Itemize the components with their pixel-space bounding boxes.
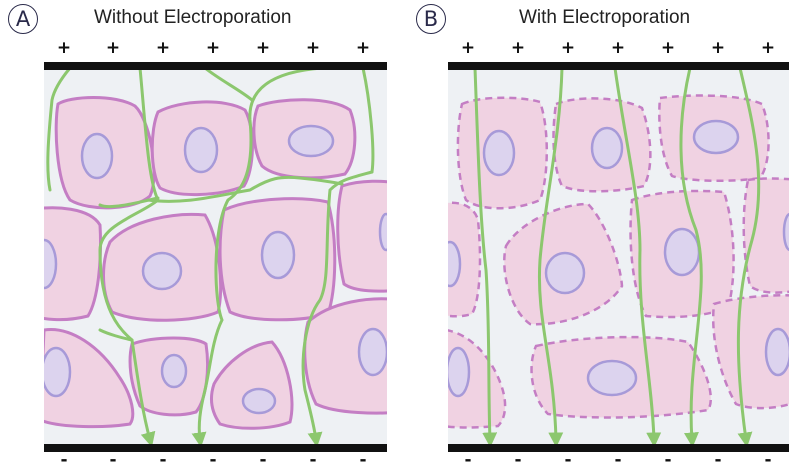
cell bbox=[742, 177, 789, 294]
nucleus bbox=[448, 240, 462, 288]
field-line bbox=[203, 68, 254, 102]
field-line bbox=[473, 68, 498, 445]
panel-a-field-lines bbox=[46, 68, 375, 445]
panel-b-positive-signs: + + + + + + + bbox=[0, 38, 790, 60]
nucleus bbox=[782, 212, 789, 252]
panel-b-negative-signs: ------- bbox=[0, 450, 790, 472]
panel-b-bottom-electrode bbox=[448, 444, 789, 452]
cell bbox=[44, 206, 102, 322]
nucleus bbox=[287, 124, 335, 158]
nucleus bbox=[80, 132, 114, 180]
negative-sign: - bbox=[109, 450, 117, 470]
positive-sign: + bbox=[760, 38, 776, 58]
nucleus bbox=[448, 346, 471, 398]
panel-a-top-electrode bbox=[44, 62, 387, 70]
nucleus bbox=[357, 327, 387, 377]
field-line bbox=[46, 68, 72, 192]
field-line bbox=[98, 328, 134, 342]
nucleus bbox=[160, 353, 188, 389]
positive-sign: + bbox=[255, 38, 271, 58]
negative-sign: - bbox=[714, 450, 722, 470]
field-line bbox=[298, 176, 344, 186]
field-line bbox=[98, 68, 160, 445]
cell bbox=[712, 294, 789, 410]
negative-sign: - bbox=[159, 450, 167, 470]
nucleus bbox=[590, 126, 624, 170]
panel-a-bottom-electrode bbox=[44, 444, 387, 452]
positive-sign: + bbox=[355, 38, 371, 58]
positive-sign: + bbox=[560, 38, 576, 58]
cell bbox=[303, 297, 387, 415]
nucleus bbox=[241, 387, 277, 415]
nucleus bbox=[764, 327, 789, 377]
negative-sign: - bbox=[664, 450, 672, 470]
nucleus bbox=[544, 251, 586, 295]
nucleus bbox=[141, 251, 183, 291]
panel-b-label: B bbox=[416, 4, 446, 34]
negative-sign: - bbox=[464, 450, 472, 470]
positive-sign: + bbox=[105, 38, 121, 58]
negative-sign: - bbox=[359, 450, 367, 470]
negative-sign: - bbox=[259, 450, 267, 470]
negative-sign: - bbox=[514, 450, 522, 470]
positive-sign: + bbox=[610, 38, 626, 58]
positive-sign: + bbox=[510, 38, 526, 58]
nucleus bbox=[44, 238, 58, 290]
negative-sign: - bbox=[614, 450, 622, 470]
negative-sign: - bbox=[309, 450, 317, 470]
field-line bbox=[361, 68, 375, 174]
nucleus bbox=[663, 227, 701, 277]
cell bbox=[448, 201, 482, 318]
panel-b-field-lines bbox=[473, 68, 761, 445]
cell bbox=[336, 179, 387, 293]
field-line bbox=[146, 175, 302, 203]
field-line bbox=[736, 68, 761, 445]
negative-sign: - bbox=[209, 450, 217, 470]
panel-a-negative-signs: ------- bbox=[0, 450, 395, 472]
nucleus bbox=[692, 119, 740, 155]
positive-sign: + bbox=[205, 38, 221, 58]
negative-sign: - bbox=[60, 450, 68, 470]
field-line bbox=[679, 68, 703, 445]
panel-b-cells bbox=[448, 68, 789, 445]
positive-sign: + bbox=[155, 38, 171, 58]
panel-a-cells bbox=[44, 68, 387, 445]
positive-sign: + bbox=[305, 38, 321, 58]
positive-sign: + bbox=[710, 38, 726, 58]
nucleus bbox=[183, 126, 219, 174]
field-line bbox=[301, 170, 374, 445]
nucleus bbox=[260, 230, 296, 280]
panel-a-positive-signs: + + + + + + + bbox=[0, 38, 395, 60]
panel-a-title: Without Electroporation bbox=[94, 7, 292, 28]
positive-sign: + bbox=[660, 38, 676, 58]
field-line bbox=[613, 68, 662, 445]
positive-sign: + bbox=[460, 38, 476, 58]
positive-sign: + bbox=[56, 38, 72, 58]
negative-sign: - bbox=[564, 450, 572, 470]
nucleus bbox=[482, 129, 516, 177]
field-line bbox=[191, 68, 324, 445]
panel-b-top-electrode bbox=[448, 62, 789, 70]
panel-a-label: A bbox=[8, 4, 38, 34]
nucleus bbox=[586, 359, 638, 397]
nucleus bbox=[378, 212, 387, 252]
nucleus bbox=[44, 346, 72, 398]
field-line bbox=[537, 68, 564, 445]
negative-sign: - bbox=[764, 450, 772, 470]
panel-b-title: With Electroporation bbox=[519, 7, 691, 28]
